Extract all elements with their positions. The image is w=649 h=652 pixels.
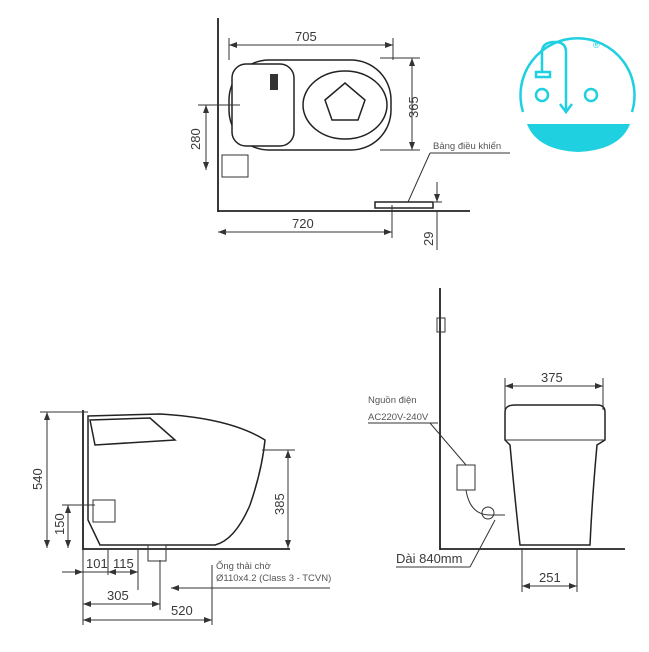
dim-top-length: 705 bbox=[295, 29, 317, 44]
dim-side-height: 540 bbox=[30, 468, 45, 490]
dim-top-width: 365 bbox=[406, 96, 421, 118]
valve bbox=[221, 154, 249, 178]
power-cable bbox=[465, 489, 505, 516]
dim-inlet-height: 150 bbox=[52, 513, 67, 535]
logo-circle bbox=[519, 37, 636, 113]
toilet-front-outline bbox=[504, 404, 606, 546]
power-box bbox=[456, 464, 476, 491]
dim-side-depth: 520 bbox=[171, 603, 193, 618]
label-control-panel: Bảng điều khiển bbox=[433, 141, 501, 152]
dim-front-width: 375 bbox=[541, 370, 563, 385]
control-panel bbox=[374, 201, 434, 209]
front-view: 375 251 Nguồn điện AC220V-240V Dài 840mm bbox=[368, 288, 625, 592]
right-handle-icon bbox=[583, 87, 599, 103]
side-view: 540 150 385 101 115 305 520 Ống thải chờ… bbox=[30, 410, 331, 625]
dim-a: 101 bbox=[86, 556, 108, 571]
dim-b: 115 bbox=[113, 556, 134, 571]
faucet-icon bbox=[540, 40, 568, 110]
inlet-valve bbox=[92, 499, 116, 523]
label-cable-length: Dài 840mm bbox=[396, 551, 462, 566]
seat-lid bbox=[89, 417, 177, 446]
tank-cover bbox=[231, 63, 295, 147]
label-drain-spec: Ø110x4.2 (Class 3 - TCVN) bbox=[216, 573, 331, 584]
registered-mark: ® bbox=[593, 40, 600, 50]
dim-drain-offset: 280 bbox=[188, 128, 203, 150]
label-power: Nguồn điện bbox=[368, 395, 417, 406]
top-view: 705 365 280 720 29 Bảng điều khiển bbox=[188, 18, 510, 250]
dim-panel-height: 29 bbox=[421, 232, 436, 246]
dim-front-base: 251 bbox=[539, 570, 561, 585]
label-drain: Ống thải chờ bbox=[216, 560, 271, 572]
toilet-side-outline bbox=[87, 413, 266, 546]
left-handle-icon bbox=[534, 87, 550, 103]
drain-pipe bbox=[147, 544, 167, 562]
bowl-opening bbox=[324, 82, 366, 121]
logo-basin bbox=[527, 124, 630, 152]
dim-top-total: 720 bbox=[292, 216, 314, 231]
outlet bbox=[436, 317, 446, 333]
label-voltage: AC220V-240V bbox=[368, 412, 429, 423]
hinge bbox=[270, 74, 278, 90]
dim-drain-center: 305 bbox=[107, 588, 129, 603]
brand-logo: ® bbox=[519, 37, 636, 152]
dim-seat-height: 385 bbox=[272, 493, 287, 515]
